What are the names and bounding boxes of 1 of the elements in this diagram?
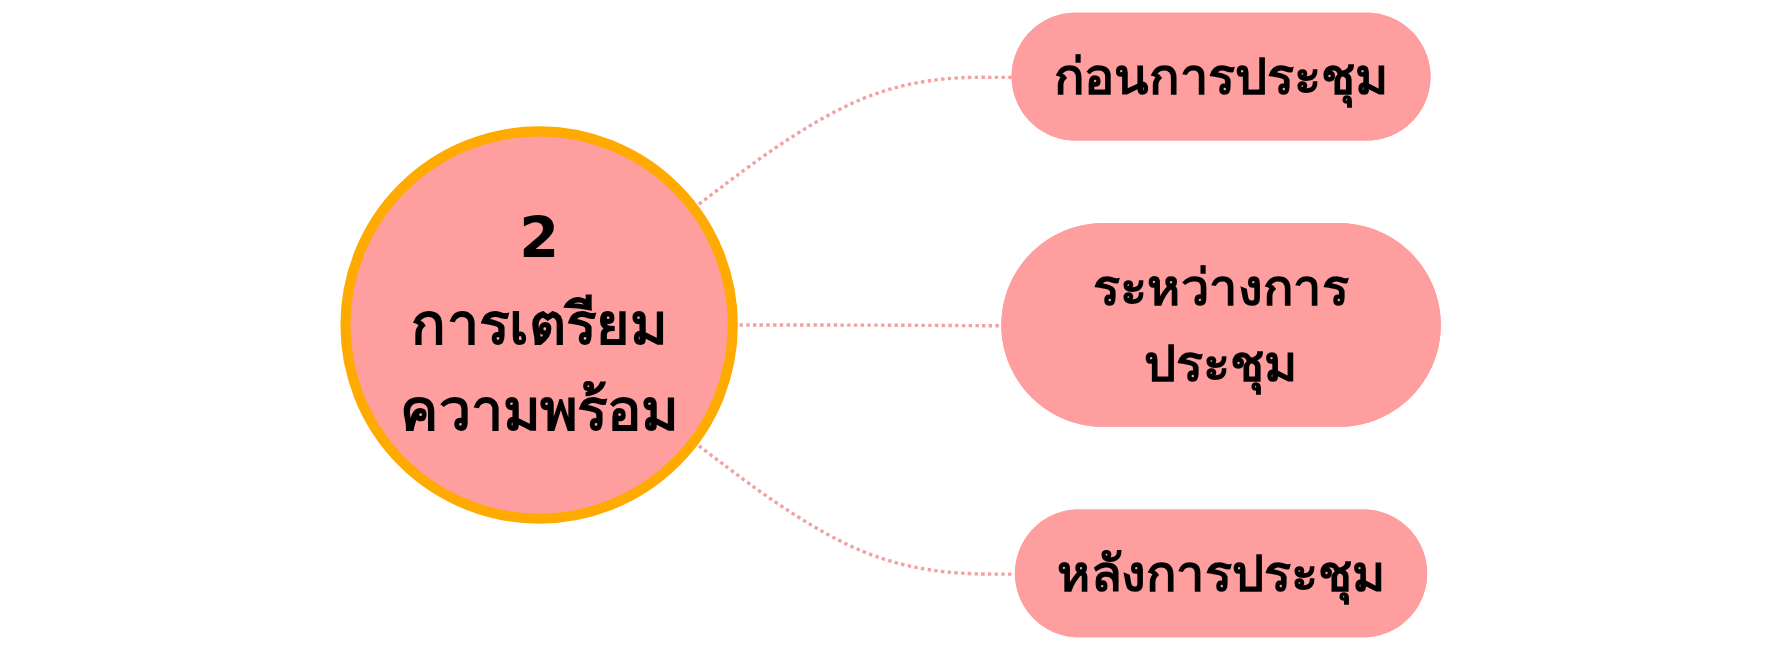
node-circle: 2 การเตรียมความพร้อม xyxy=(340,126,739,524)
